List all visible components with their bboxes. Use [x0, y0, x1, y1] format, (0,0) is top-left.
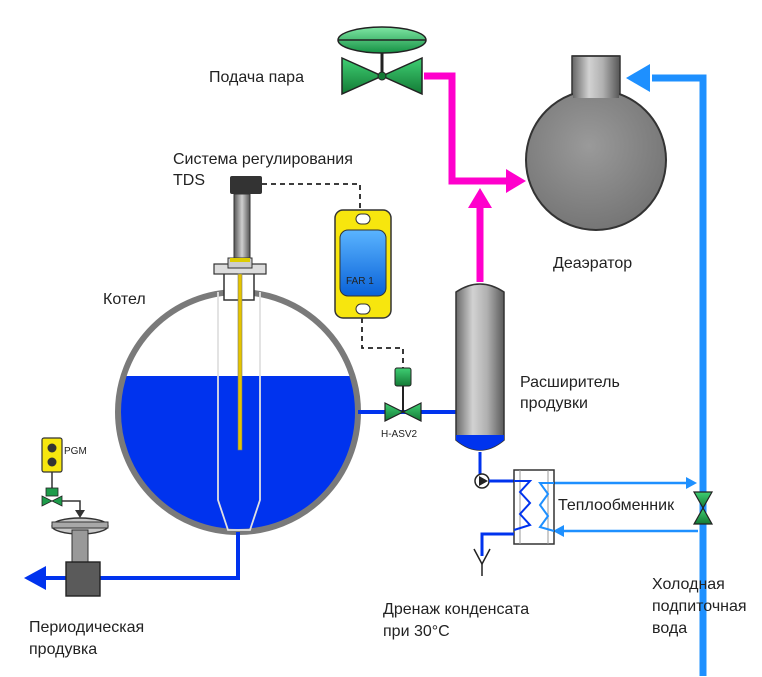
flash-vessel-label-line1: Расширитель [520, 374, 620, 391]
pilot-line [62, 500, 81, 512]
steam-lines [424, 72, 510, 282]
blowdown-valve [51, 517, 109, 597]
cold-water-valve [692, 491, 714, 525]
pgm-label: PGM [64, 446, 87, 457]
deaerator-label: Деаэратор [553, 255, 633, 272]
flash-vessel [455, 283, 505, 451]
hasv2-valve [384, 367, 422, 422]
pilot-valve [41, 487, 63, 507]
tds-system-label-line2: TDS [173, 172, 205, 189]
steam-supply-valve [337, 26, 427, 96]
heat-exchanger [513, 469, 555, 545]
blowdown-arrow [24, 566, 46, 590]
cold-water-label-line1: Холодная [652, 576, 725, 593]
condensate-drain-pipe [480, 532, 514, 556]
hx-arrow-left [553, 525, 564, 537]
pgm-controller [41, 437, 63, 473]
flash-vessel-label-line2: продувки [520, 395, 588, 412]
cold-water-arrow-to-deaerator [626, 64, 650, 92]
boiler-blowdown-pipe [96, 532, 240, 580]
cold-water-label-line2: подпиточная [652, 598, 747, 615]
steam-arrow-to-deaerator [506, 169, 526, 193]
tds-system-label-line1: Система регулирования [173, 151, 353, 168]
cold-water-lines [652, 74, 707, 676]
heat-exchanger-label: Теплообменник [558, 497, 675, 514]
blowdown-label-line2: продувка [29, 641, 98, 658]
blowdown-label-line1: Периодическая [29, 619, 145, 636]
far-controller [334, 209, 392, 319]
hasv2-label: H-ASV2 [381, 429, 418, 440]
steam-arrow-up [468, 188, 492, 208]
boiler-label: Котел [103, 291, 146, 308]
cold-water-label-line3: вода [652, 620, 688, 637]
tds-probe [213, 176, 267, 451]
heat-exchanger-water-lines [554, 481, 698, 533]
drain-label-line1: Дренаж конденсата [383, 601, 530, 618]
drain-label-line2: при 30°C [383, 623, 450, 640]
far-label: FAR 1 [346, 276, 374, 287]
deaerator [525, 55, 667, 231]
steam-supply-label: Подача пара [209, 69, 304, 86]
tds-signal-lines [262, 183, 404, 370]
hx-arrow-right [686, 477, 697, 489]
